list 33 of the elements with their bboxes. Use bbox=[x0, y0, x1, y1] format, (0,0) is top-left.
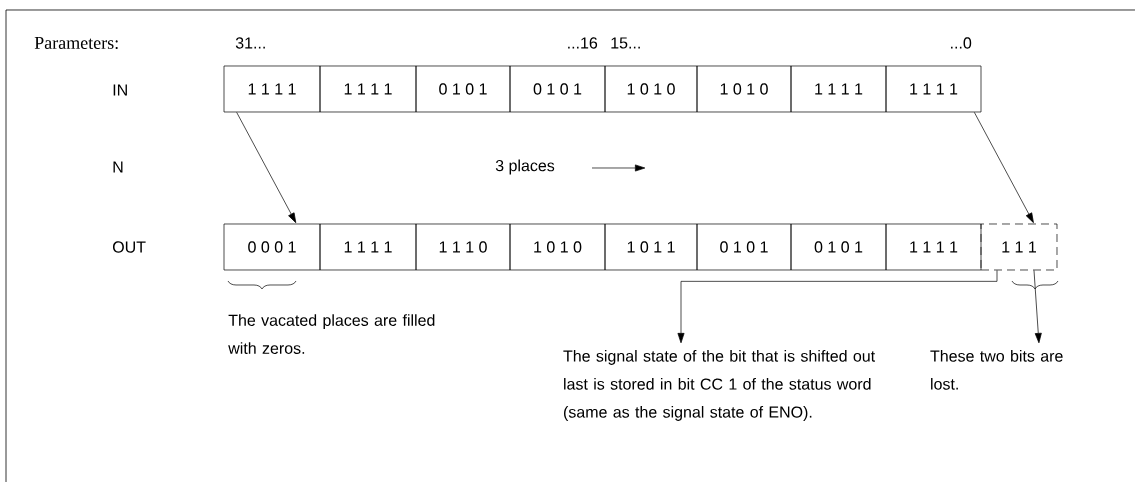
arrow bbox=[677, 270, 998, 344]
bit-cell: 1 1 1 1 bbox=[319, 65, 417, 113]
label: 3 places bbox=[495, 159, 555, 175]
bit-cell: 1 0 1 0 bbox=[696, 65, 792, 113]
note-text: These two bits are lost. bbox=[930, 350, 1063, 390]
arrow bbox=[974, 112, 1034, 223]
note-text: The signal state of the bit that is shifted out last is stored in bit CC 1 of the status word (same as the signal state of ENO). bbox=[563, 350, 875, 421]
label: Parameters: bbox=[34, 37, 118, 49]
bit-cell: 0 1 0 1 bbox=[696, 223, 792, 271]
bit-cell: 1 0 1 0 bbox=[509, 223, 606, 271]
bit-cell: 1 1 1 1 bbox=[790, 65, 887, 113]
bit-cell: 1 1 1 1 bbox=[885, 223, 982, 271]
bit-cell: 0 1 0 1 bbox=[790, 223, 887, 271]
arrow bbox=[236, 112, 297, 223]
note-text: The vacated places are filled with zeros. bbox=[228, 314, 435, 354]
bit-cell: 0 1 0 1 bbox=[509, 65, 606, 113]
bit-cell: 1 1 1 1 bbox=[223, 65, 321, 113]
bit-cell: 1 1 1 bbox=[980, 223, 1058, 271]
bit-cell: 0 0 0 1 bbox=[223, 223, 321, 271]
bit-cell: 1 1 1 1 bbox=[319, 223, 417, 271]
label: OUT bbox=[112, 241, 146, 253]
bit-cell: 1 0 1 0 bbox=[604, 65, 698, 113]
label: IN bbox=[113, 84, 127, 96]
bit-cell: 1 1 1 0 bbox=[415, 223, 511, 271]
label: ...0 bbox=[951, 37, 972, 49]
bit-cell: 1 0 1 1 bbox=[604, 223, 698, 271]
bit-cell: 0 1 0 1 bbox=[415, 65, 511, 113]
label: 31... bbox=[235, 37, 265, 49]
bit-cell: 1 1 1 1 bbox=[885, 65, 982, 113]
label: ...16 bbox=[568, 37, 598, 49]
label: N bbox=[113, 161, 123, 173]
arrow bbox=[1033, 270, 1042, 344]
label: 15... bbox=[611, 37, 640, 49]
